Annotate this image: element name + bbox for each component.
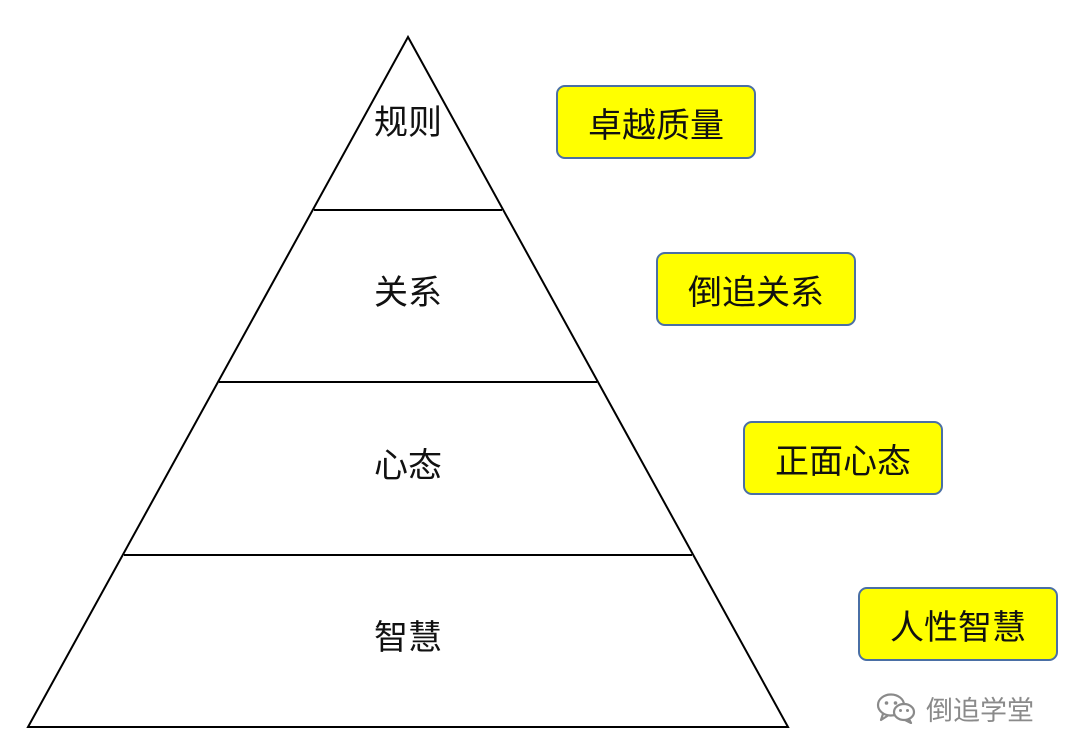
callout-human-wisdom: 人性智慧 (858, 587, 1058, 661)
tier-label-relationship: 关系 (374, 273, 442, 313)
pyramid-outline (26, 34, 790, 728)
wechat-icon (876, 692, 916, 724)
watermark-text: 倒追学堂 (926, 695, 1034, 727)
callout-excellent-quality: 卓越质量 (556, 85, 756, 159)
callout-positive-mindset: 正面心态 (743, 421, 943, 495)
callout-reverse-pursuit: 倒追关系 (656, 252, 856, 326)
tier-label-rules: 规则 (374, 103, 442, 143)
tier-label-mindset: 心态 (374, 446, 442, 486)
tier-label-wisdom: 智慧 (374, 618, 442, 658)
watermark: 倒追学堂 (876, 688, 1034, 728)
